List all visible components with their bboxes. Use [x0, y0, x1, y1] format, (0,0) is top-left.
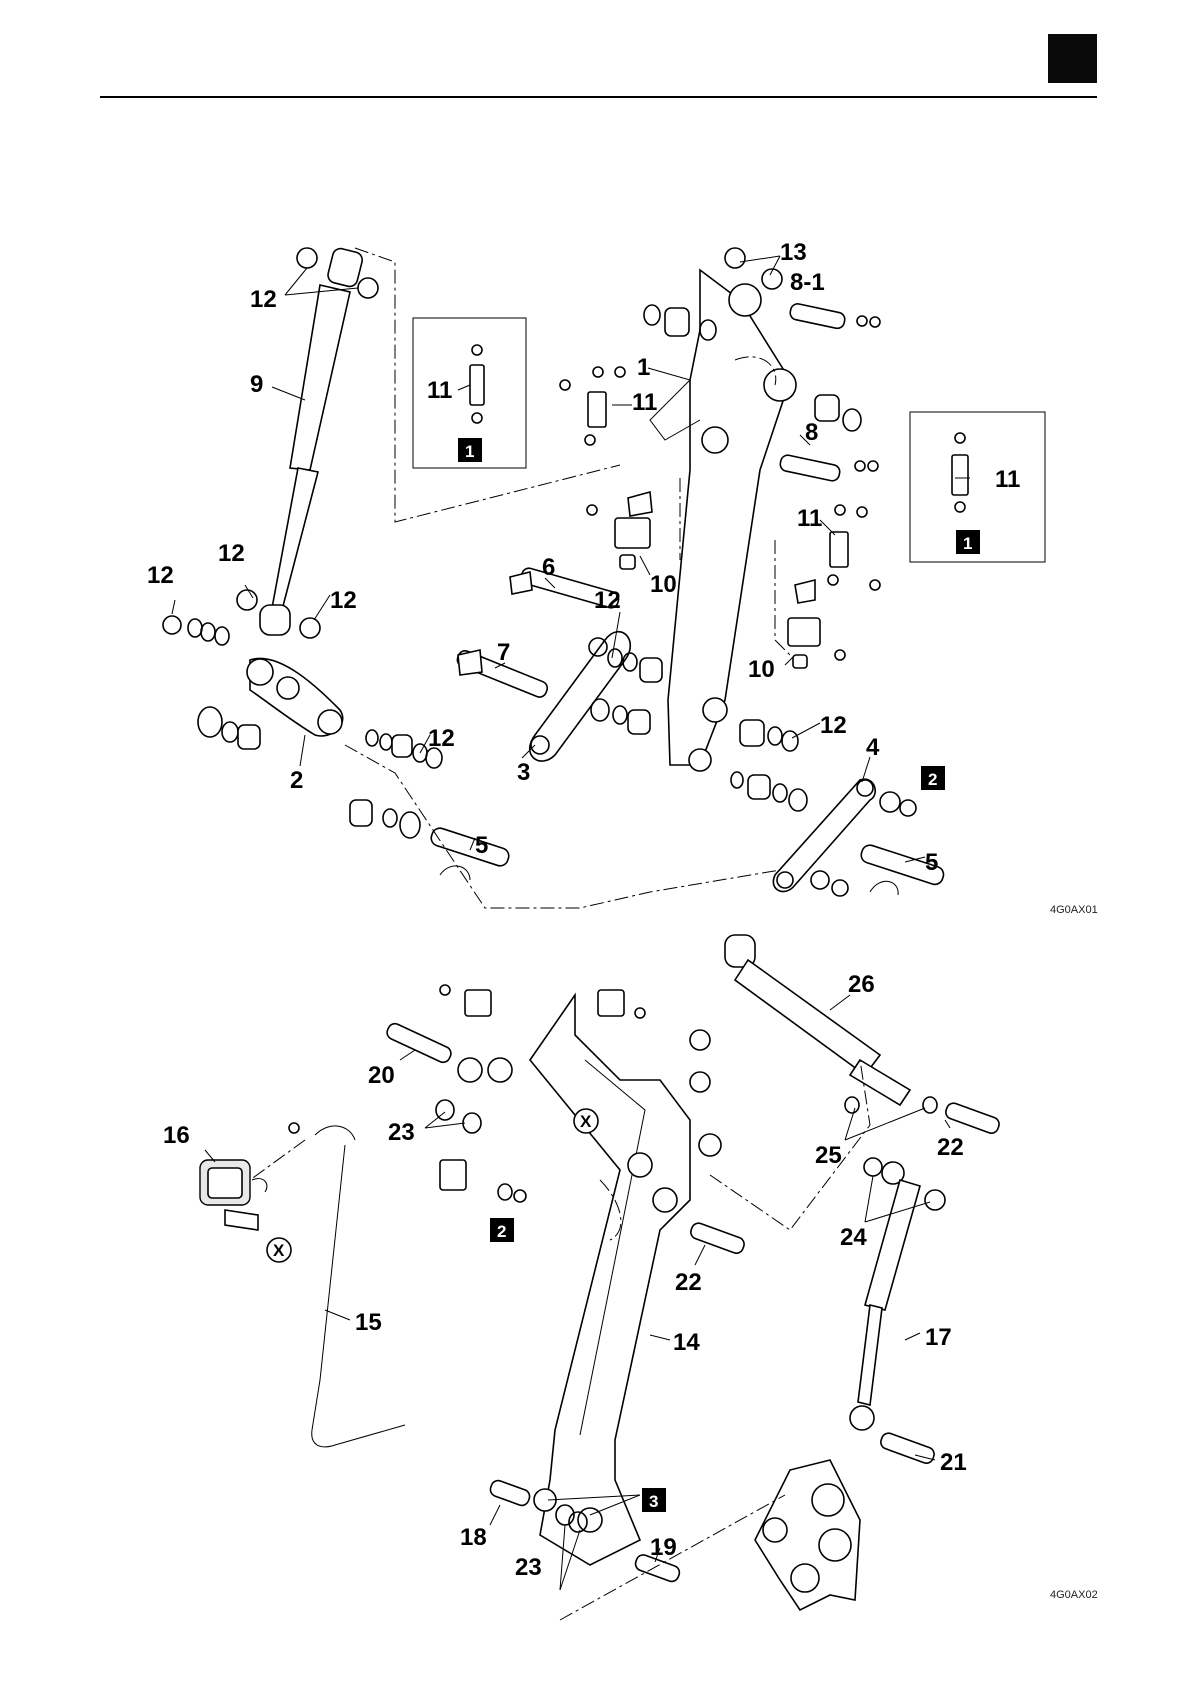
- pin-20: [385, 1021, 453, 1064]
- pin-8: [779, 454, 878, 482]
- centerline-a: [355, 248, 620, 522]
- ref-box-3-label: 3: [649, 1492, 658, 1511]
- callout-1: 1: [637, 354, 650, 381]
- callout-12: 12: [594, 587, 621, 614]
- callout-25: 25: [815, 1142, 842, 1169]
- pin-8-1: [789, 303, 880, 330]
- figure-id: 4G0AX01: [1050, 904, 1098, 916]
- boom-part: [458, 995, 690, 1565]
- callout-12: 12: [250, 286, 277, 313]
- callout-4: 4: [866, 734, 880, 761]
- callout-10: 10: [748, 656, 775, 683]
- bottom-figure: 26 20 16 23 25 22 24 22 15 14 17 21 18 2…: [163, 935, 1098, 1620]
- callout-8: 8: [805, 419, 818, 446]
- callout-9: 9: [250, 371, 263, 398]
- callout-6: 6: [542, 554, 555, 581]
- ref-box-2-label: 2: [928, 770, 937, 789]
- centerline-b: [345, 745, 780, 908]
- callout-7: 7: [497, 639, 510, 666]
- arm-part: [650, 270, 796, 771]
- callout-8-1: 8-1: [790, 269, 825, 296]
- callout-2: 2: [290, 767, 303, 794]
- pin-22b: [689, 1221, 746, 1255]
- centerline-e: [710, 1060, 870, 1230]
- grease-fitting-11b: [828, 505, 880, 590]
- callout-23: 23: [388, 1119, 415, 1146]
- link-part-3: [530, 632, 631, 761]
- callout-15: 15: [355, 1309, 382, 1336]
- swing-bracket-part: [755, 1460, 860, 1610]
- callout-11: 11: [427, 377, 452, 404]
- callout-12: 12: [820, 712, 847, 739]
- callout-24: 24: [840, 1224, 867, 1251]
- callout-5: 5: [925, 849, 938, 876]
- link-part-4: [773, 779, 916, 896]
- grease-block-10a: [587, 492, 652, 569]
- callout-11: 11: [632, 389, 657, 416]
- callout-14: 14: [673, 1329, 700, 1356]
- figure-id: 4G0AX02: [1050, 1589, 1098, 1601]
- callout-13: 13: [780, 239, 807, 266]
- callout-20: 20: [368, 1062, 395, 1089]
- grease-fitting-11a: [560, 367, 625, 445]
- ref-box-1-label: 1: [465, 442, 474, 461]
- callout-11: 11: [995, 466, 1020, 493]
- callout-22: 22: [675, 1269, 702, 1296]
- washer-13a: [725, 248, 745, 268]
- circled-ref-x-label: X: [273, 1241, 285, 1260]
- callout-12: 12: [218, 540, 245, 567]
- ref-box-1-label: 1: [963, 534, 972, 553]
- callout-10: 10: [650, 571, 677, 598]
- pin-5-left: [429, 826, 511, 880]
- callout-21: 21: [940, 1449, 967, 1476]
- callout-16: 16: [163, 1122, 190, 1149]
- top-figure: 13 8-1 12 9 11 11 1 8 11 11 12 12 12 6 1…: [147, 239, 1098, 916]
- link-part: [247, 658, 343, 736]
- wire-harness-part: [312, 1145, 405, 1447]
- ref-box-2-label: 2: [497, 1222, 506, 1241]
- work-light-part: [200, 1160, 267, 1230]
- callout-23: 23: [515, 1554, 542, 1581]
- boom-cylinder-part: [725, 935, 910, 1105]
- callout-17: 17: [925, 1324, 952, 1351]
- pin-22a: [944, 1101, 1001, 1135]
- pin-18: [488, 1479, 531, 1508]
- callout-22: 22: [937, 1134, 964, 1161]
- callout-18: 18: [460, 1524, 487, 1551]
- callout-5: 5: [475, 832, 488, 859]
- grease-block-10b: [788, 580, 845, 668]
- callout-26: 26: [848, 971, 875, 998]
- callout-12: 12: [330, 587, 357, 614]
- cylinder-17-part: [850, 1158, 945, 1430]
- circled-ref-x-label: X: [580, 1112, 592, 1131]
- wire-clip-part: [315, 1126, 355, 1140]
- callout-12: 12: [428, 725, 455, 752]
- callout-12: 12: [147, 562, 174, 589]
- pin-21: [879, 1431, 936, 1465]
- callout-11: 11: [797, 505, 822, 532]
- callout-19: 19: [650, 1534, 677, 1561]
- callout-3: 3: [517, 759, 530, 786]
- centerline-g: [250, 1140, 305, 1180]
